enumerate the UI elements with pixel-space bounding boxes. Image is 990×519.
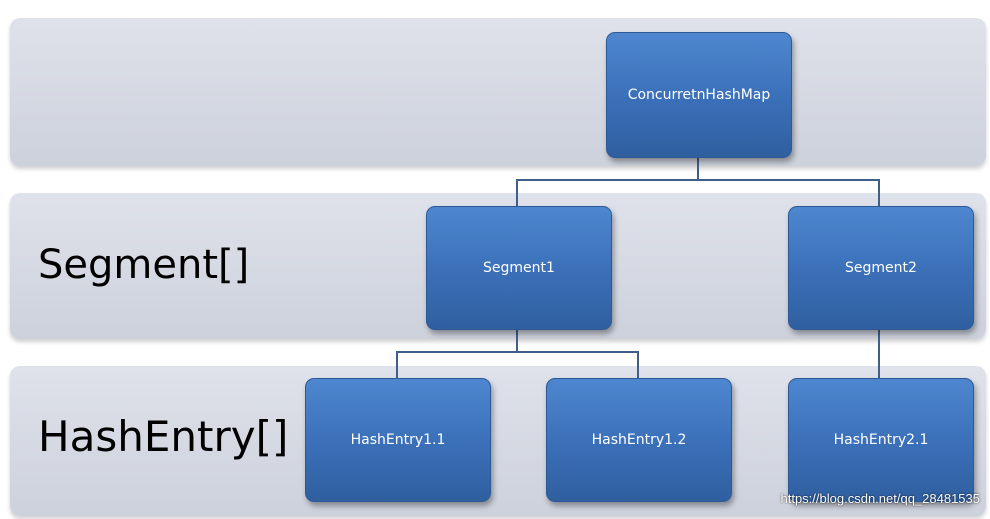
connector-root-to-segments [516, 156, 699, 206]
root-level-band [10, 18, 986, 166]
hashentry-row-label: HashEntry[] [38, 412, 289, 461]
segment-row-label: Segment[] [38, 242, 250, 288]
connector-root-to-segment2 [698, 179, 880, 206]
hashentry-1-1-node: HashEntry1.1 [305, 378, 491, 502]
watermark-text: https://blog.csdn.net/qq_28481535 [780, 491, 981, 506]
segment1-node: Segment1 [426, 206, 612, 330]
hashentry-2-1-node-label: HashEntry2.1 [833, 432, 929, 448]
hashentry-2-1-node: HashEntry2.1 [788, 378, 974, 502]
hashentry-1-2-node-label: HashEntry1.2 [591, 432, 687, 448]
connector-segment1-to-entries [396, 328, 518, 378]
segment1-node-label: Segment1 [483, 260, 555, 276]
hashentry-1-2-node: HashEntry1.2 [546, 378, 732, 502]
hashentry-1-1-node-label: HashEntry1.1 [350, 432, 446, 448]
concurrenthashmap-node-label: ConcurretnHashMap [627, 87, 771, 103]
connector-segment1-to-entry12 [517, 351, 639, 378]
concurrenthashmap-node: ConcurretnHashMap [606, 32, 792, 158]
segment2-node-label: Segment2 [845, 260, 917, 276]
segment2-node: Segment2 [788, 206, 974, 330]
